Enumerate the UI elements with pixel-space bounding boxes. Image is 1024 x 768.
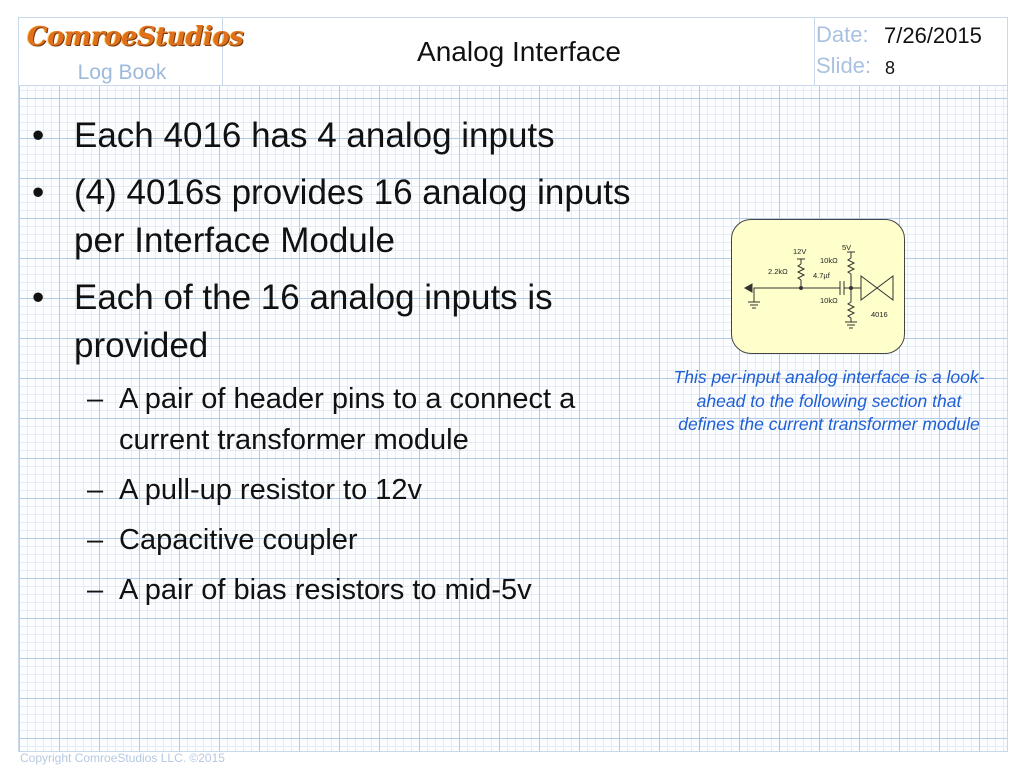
wire — [753, 287, 760, 294]
sub-bullet-item: – A pull-up resistor to 12v — [32, 470, 672, 511]
copyright-notice: Copyright ComroeStudios LLC. ©2015 — [20, 751, 225, 765]
header-divider — [222, 18, 223, 85]
bullet-text: Each 4016 has 4 analog inputs — [74, 116, 555, 155]
bullet-marker: • — [32, 278, 45, 317]
junction-dot — [849, 286, 853, 290]
company-logo: ComroeStudios — [27, 22, 244, 52]
date-value: 7/26/2015 — [884, 23, 982, 48]
bullet-item: • Each of the 16 analog inputs is provid… — [32, 274, 594, 370]
dash-marker: – — [87, 574, 104, 606]
bullet-list: • Each 4016 has 4 analog inputs • (4) 40… — [32, 112, 672, 620]
header-arrow — [743, 283, 753, 293]
slide-number: 8 — [885, 58, 896, 78]
sub-bullet-text: Capacitive coupler — [119, 524, 358, 556]
label-12v: 12V — [793, 247, 806, 256]
schematic-drawing: 12V 5V 2.2kΩ 10kΩ 4.7µf 10kΩ 4016 — [743, 243, 894, 329]
bias-resistor-bottom — [846, 301, 856, 319]
label-capacitor: 4.7µf — [813, 271, 831, 280]
grid-paper-background — [18, 17, 1008, 752]
bias-resistor-top — [846, 257, 856, 275]
bullet-marker: • — [32, 116, 45, 155]
sub-bullet-text: A pair of header pins to a connect a cur… — [119, 383, 576, 456]
sub-bullet-item: – A pair of header pins to a connect a c… — [32, 379, 589, 461]
label-chip: 4016 — [871, 310, 888, 319]
sub-bullet-text: A pair of bias resistors to mid-5v — [119, 574, 532, 606]
sub-bullet-text: A pull-up resistor to 12v — [119, 474, 423, 506]
bullet-text: (4) 4016s provides 16 analog inputs per … — [74, 173, 631, 260]
bullet-marker: • — [32, 173, 45, 212]
logbook-header: ComroeStudios Log Book Analog Interface … — [18, 17, 1008, 86]
date-label: Date: — [816, 22, 869, 47]
label-bias-resistor-top: 10kΩ — [820, 256, 838, 265]
figure-caption: This per-input analog interface is a loo… — [673, 367, 985, 434]
slide-label: Slide: — [816, 53, 872, 78]
page-title: Analog Interface — [417, 36, 621, 67]
analog-interface-schematic: 12V 5V 2.2kΩ 10kΩ 4.7µf 10kΩ 4016 — [731, 219, 905, 354]
sub-bullet-item: – Capacitive coupler — [32, 520, 672, 561]
pullup-resistor — [796, 263, 806, 281]
bullet-item: • Each 4016 has 4 analog inputs — [32, 112, 672, 160]
bullet-item: • (4) 4016s provides 16 analog inputs pe… — [32, 169, 672, 265]
dash-marker: – — [87, 524, 104, 556]
label-bias-resistor-bottom: 10kΩ — [820, 296, 838, 305]
logbook-label: Log Book — [77, 61, 167, 84]
sub-bullet-item: – A pair of bias resistors to mid-5v — [32, 570, 672, 611]
dash-marker: – — [87, 383, 104, 415]
header-divider — [814, 18, 815, 85]
label-5v: 5V — [842, 243, 851, 252]
dash-marker: – — [87, 474, 104, 506]
label-pullup-resistor: 2.2kΩ — [768, 267, 788, 276]
analog-switch — [876, 275, 894, 301]
bullet-text: Each of the 16 analog inputs is provided — [74, 278, 553, 365]
analog-switch — [860, 275, 878, 301]
